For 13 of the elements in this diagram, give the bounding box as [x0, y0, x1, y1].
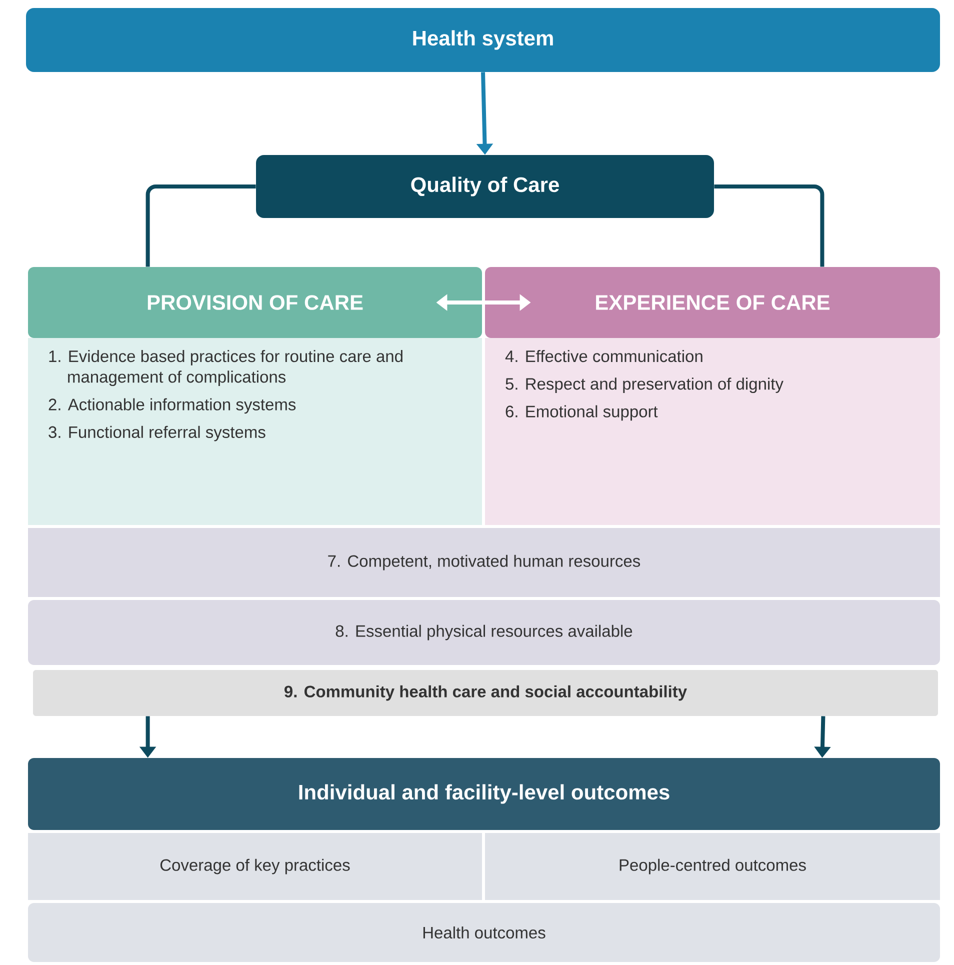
outcome-cell: Coverage of key practices — [28, 833, 482, 900]
band-box: 8. Essential physical resources available — [28, 600, 940, 665]
list-box: 4. Effective communication 5. Respect and preservation of dignity 6. Emotional support — [485, 338, 940, 525]
header-box: PROVISION OF CARE — [28, 267, 482, 338]
quality-box: Quality of Care — [256, 155, 714, 218]
outcome-cell: Health outcomes — [28, 903, 940, 962]
band-box: 9. Community health care and social accountability — [33, 670, 938, 716]
title-bar: Health system — [26, 8, 940, 72]
band-box: 7. Competent, motivated human resources — [28, 528, 940, 597]
outcome-header: Individual and facility-level outcomes — [28, 758, 940, 830]
header-box: EXPERIENCE OF CARE — [485, 267, 940, 338]
list-box: 1. Evidence based practices for routine care and management of complications 2. Actionable information systems 3. Functional referral systems — [28, 338, 482, 525]
outcome-cell: People-centred outcomes — [485, 833, 940, 900]
